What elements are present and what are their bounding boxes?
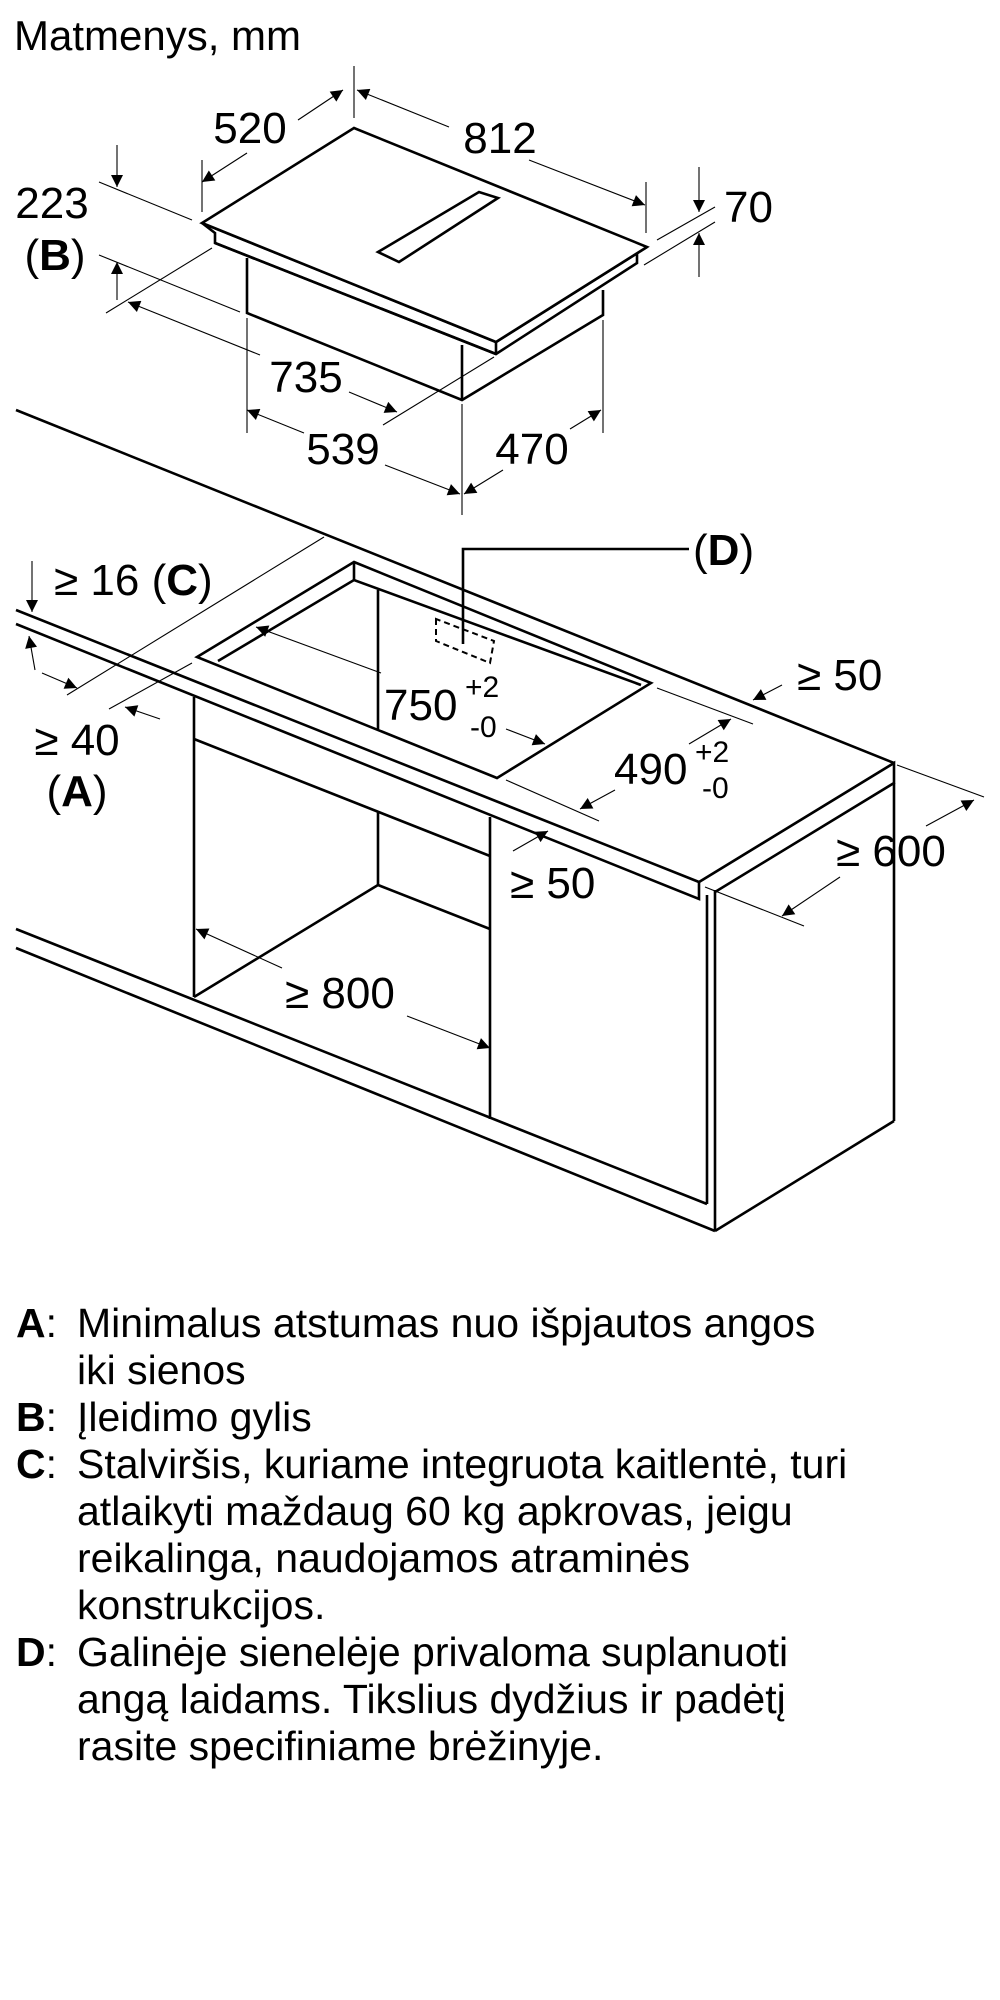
- legend-text-line: atlaikyti maždaug 60 kg apkrovas, jeigu: [77, 1488, 793, 1534]
- min-thickness-label: ≥ 16 (C): [54, 556, 213, 605]
- legend-item-a: A: Minimalus atstumas nuo išpjautos angos…: [16, 1300, 986, 1394]
- cutout-depth-label: 490: [614, 745, 687, 794]
- legend-text-line: angą laidams. Tikslius dydžius ir padėtį: [77, 1676, 786, 1722]
- cutout-depth-tol-plus: +2: [695, 736, 729, 769]
- body-depth-right-label: 470: [495, 425, 568, 474]
- legend-text-line: reikalinga, naudojamos atraminės: [77, 1535, 691, 1581]
- cutout-width-label: 750: [384, 681, 457, 730]
- ref-d-label: (D): [693, 526, 754, 575]
- legend-item-b: B: Įleidimo gylis: [16, 1394, 986, 1441]
- legend-item-c: C: Stalviršis, kuriame integruota kaitlen…: [16, 1441, 986, 1629]
- legend-text-line: Įleidimo gylis: [77, 1394, 312, 1440]
- legend-letter: A:: [16, 1300, 58, 1346]
- cutout-depth-tol-minus: -0: [702, 772, 729, 805]
- hob-drawing: [199, 126, 650, 402]
- legend-text-line: konstrukcijos.: [77, 1582, 326, 1628]
- installed-height-label: 223: [15, 179, 88, 228]
- ref-a-label: (A): [46, 767, 107, 816]
- worktop-cabinet-drawing: [15, 408, 896, 1233]
- worktop-cutout: [194, 560, 654, 780]
- installation-diagram: Matmenys, mm 520 812 70 223 (B): [14, 12, 985, 1233]
- legend: A: Minimalus atstumas nuo išpjautos angos…: [16, 1300, 986, 1770]
- legend-text-line: iki sienos: [77, 1347, 246, 1393]
- legend-item-d: D: Galinėje sienelėje privaloma suplanuot…: [16, 1629, 986, 1770]
- legend-text-line: Galinėje sienelėje privaloma suplanuoti: [77, 1629, 789, 1675]
- body-width-label: 735: [269, 353, 342, 402]
- cutout-width-tol-minus: -0: [470, 711, 497, 744]
- legend-text-line: Minimalus atstumas nuo išpjautos angos: [77, 1300, 816, 1346]
- hob-dimensions: 520 812 70 223 (B) 735 539 470: [15, 66, 773, 515]
- worktop-dimensions: (D) ≥ 16 (C) ≥ 40 (A) 750 +2 -0 490 +2 -…: [25, 526, 985, 1050]
- legend-letter: B:: [16, 1394, 58, 1440]
- min-rear-margin-label: ≥ 50: [797, 651, 882, 700]
- legend-text-line: Stalviršis, kuriame integruota kaitlentė…: [77, 1441, 848, 1487]
- cutout-width-tol-plus: +2: [465, 671, 499, 704]
- legend-text-line: rasite specifiniame brėžinyje.: [77, 1723, 604, 1769]
- legend-letter: D:: [16, 1629, 58, 1675]
- min-worktop-depth-label: ≥ 600: [836, 827, 946, 876]
- page-title: Matmenys, mm: [14, 12, 301, 59]
- legend-letter: C:: [16, 1441, 58, 1487]
- ref-b-label: (B): [24, 231, 85, 280]
- min-wall-distance-label: ≥ 40: [34, 716, 119, 765]
- downdraft-vent: [375, 190, 502, 264]
- hob-thickness-label: 70: [724, 183, 773, 232]
- min-cabinet-width-label: ≥ 800: [285, 969, 395, 1018]
- hob-width-label: 812: [463, 114, 536, 163]
- hob-depth-label: 520: [213, 104, 286, 153]
- min-front-margin-label: ≥ 50: [510, 859, 595, 908]
- body-depth-left-label: 539: [306, 425, 379, 474]
- cable-opening: [435, 617, 496, 665]
